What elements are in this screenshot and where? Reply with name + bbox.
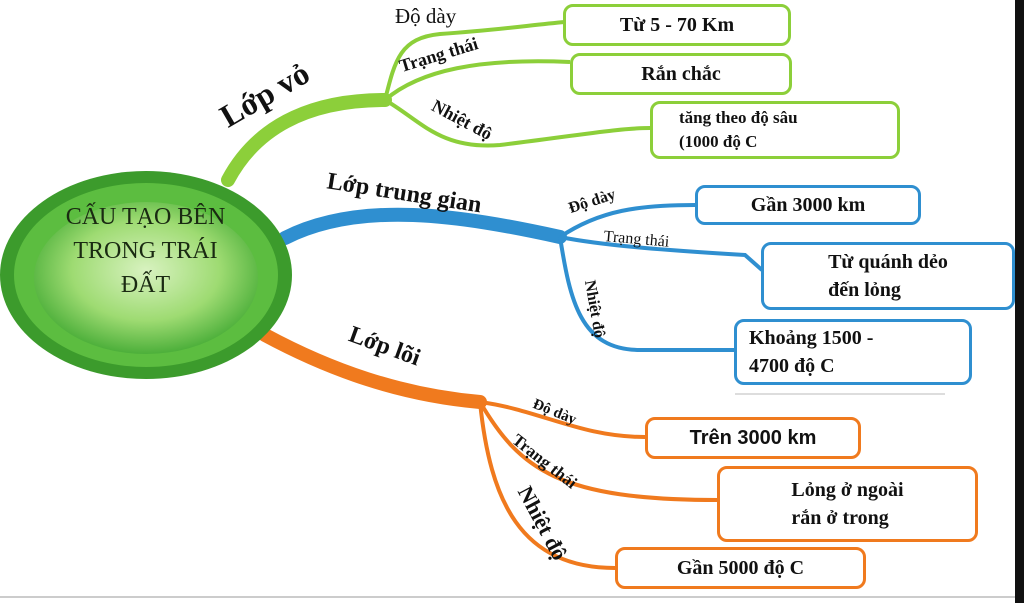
crust-thickness-line xyxy=(383,20,566,101)
center-line-2: TRONG TRÁI xyxy=(73,238,218,264)
center-title: CẤU TẠO BÊN TRONG TRÁI ĐẤT xyxy=(8,200,283,302)
crust-temp-value-1: tăng theo độ sâu xyxy=(679,108,798,127)
mantle-temp-line xyxy=(558,236,735,352)
mantle-state-value-2: đến lỏng xyxy=(828,279,901,301)
mantle-state-value-1: Từ quánh dẻo xyxy=(828,251,948,273)
core-branch xyxy=(258,328,487,409)
core-temp-box: Gần 5000 độ C xyxy=(615,547,866,589)
mantle-branch xyxy=(278,207,567,245)
center-node-inner xyxy=(34,202,258,354)
core-thickness-line xyxy=(479,400,646,439)
core-temp-line xyxy=(478,401,616,570)
crust-thickness-box: Từ 5 - 70 Km xyxy=(563,4,791,46)
crust-state-value: Rắn chắc xyxy=(641,63,721,85)
crust-thickness-value: Từ 5 - 70 Km xyxy=(619,14,735,36)
mantle-thickness-box: Gần 3000 km xyxy=(695,185,921,225)
crust-temp-value-2: (1000 độ C xyxy=(679,132,758,151)
core-temp-value: Gần 5000 độ C xyxy=(676,557,805,579)
core-state-box: Lỏng ở ngoài rắn ở trong xyxy=(717,466,978,542)
mantle-temp-box: Khoảng 1500 - 4700 độ C xyxy=(734,319,972,385)
core-thickness-value: Trên 3000 km xyxy=(689,427,817,449)
core-state-value-2: rắn ở trong xyxy=(791,507,889,529)
bottom-divider xyxy=(0,596,1015,598)
mantle-state-box: Từ quánh dẻo đến lỏng xyxy=(761,242,1015,310)
crust-state-box: Rắn chắc xyxy=(570,53,792,95)
core-state-value-1: Lỏng ở ngoài xyxy=(791,479,904,501)
core-state-line xyxy=(478,400,719,502)
mantle-thickness-line xyxy=(558,203,696,239)
center-line-1: CẤU TẠO BÊN xyxy=(65,204,226,230)
center-line-3: ĐẤT xyxy=(120,272,171,298)
crust-temp-line xyxy=(384,98,651,148)
crust-state-line xyxy=(383,59,571,102)
mantle-temp-value-1: Khoảng 1500 - xyxy=(749,327,874,349)
crust-branch xyxy=(221,93,392,187)
mantle-state-line xyxy=(559,235,764,272)
crust-temp-box: tăng theo độ sâu (1000 độ C xyxy=(650,101,900,159)
mantle-temp-value-2: 4700 độ C xyxy=(749,355,835,377)
mantle-thickness-value: Gần 3000 km xyxy=(750,194,866,216)
right-edge-bar xyxy=(1015,0,1024,603)
core-thickness-box: Trên 3000 km xyxy=(645,417,861,459)
crust-thickness-label: Độ dày xyxy=(395,4,457,28)
